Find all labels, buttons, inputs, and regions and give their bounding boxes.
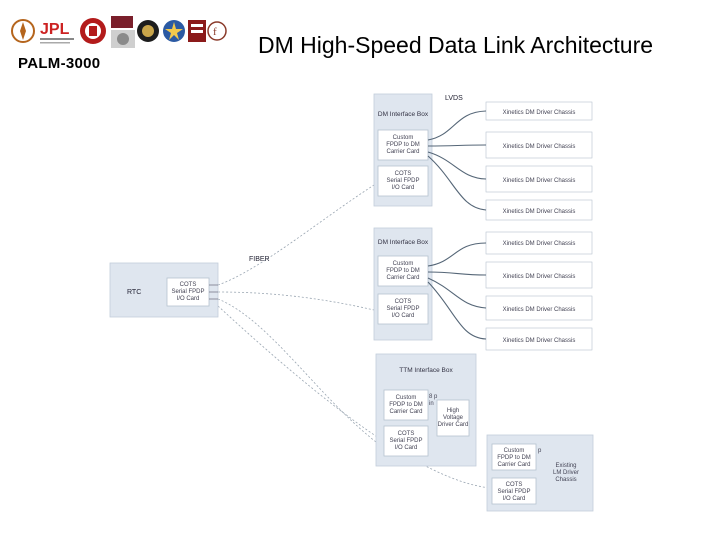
cable-2-2	[427, 271, 487, 276]
existing-chassis-line-2: LM Driver	[553, 470, 579, 476]
ttm-title: TTM Interface Box	[399, 367, 453, 374]
svg-text:JPL: JPL	[40, 21, 70, 38]
ttm-connector-line-1: 8 p	[429, 394, 438, 400]
page-title: DM High-Speed Data Link Architecture	[258, 32, 654, 58]
fiber-link-2	[217, 291, 375, 311]
crest-logo	[111, 30, 135, 48]
ttm-card-2-line-3: I/O Card	[395, 445, 418, 451]
ttm-card-2-line-1: COTS	[398, 431, 415, 437]
chassis-1-4-label: Xinetics DM Driver Chassis	[503, 209, 576, 215]
seal-outline-logo: f	[207, 14, 227, 48]
dm-interface-box-1: DM Interface Box Custom FPDP to DM Carri…	[373, 93, 433, 207]
existing-io-line-1: COTS	[506, 482, 523, 488]
ttm-card-1-line-1: Custom	[396, 395, 417, 401]
cable-2-4	[427, 281, 487, 340]
existing-card-line-3: Carrier Card	[497, 462, 530, 468]
fiber-link-3	[217, 298, 381, 446]
box-2-card-2-line-1: COTS	[395, 299, 412, 305]
box-1-card-2-line-3: I/O Card	[392, 185, 415, 191]
rtc-card-line-2: Serial FPDP	[171, 289, 204, 295]
existing-connector: p	[538, 448, 542, 454]
box-2-card-2-line-2: Serial FPDP	[386, 306, 419, 312]
lvds-label: LVDS	[445, 95, 463, 102]
ttm-card-1-line-3: Carrier Card	[389, 409, 422, 415]
rtc-card-line-1: COTS	[180, 282, 197, 288]
box-1-card-1-line-1: Custom	[393, 135, 414, 141]
ttm-card-1-line-2: FPDP to DM	[389, 402, 423, 408]
ttm-hv-card-line-2: Voltage	[443, 415, 464, 421]
fiber-link-4	[217, 305, 491, 489]
existing-card-line-2: FPDP to DM	[497, 455, 531, 461]
box-2-card-1-line-3: Carrier Card	[386, 275, 419, 281]
ttm-connector-line-2: in	[429, 401, 434, 407]
box-1-card-2-line-2: Serial FPDP	[386, 178, 419, 184]
brand-label: PALM-3000	[18, 55, 101, 72]
existing-io-line-3: I/O Card	[503, 496, 526, 502]
rtc-card-line-3: I/O Card	[177, 296, 200, 302]
cable-2-3	[427, 277, 487, 309]
existing-chassis-line-1: Existing	[555, 463, 576, 469]
cable-2-1	[427, 242, 487, 267]
dm-interface-box-2: DM Interface Box Custom FPDP to DM Carri…	[373, 227, 433, 341]
caltech-seal-logo	[10, 14, 36, 48]
fiber-link-1	[217, 184, 375, 286]
cornell-seal-logo	[78, 14, 108, 48]
box-1-card-1-line-3: Carrier Card	[386, 149, 419, 155]
jpl-logo: JPL	[38, 14, 76, 48]
chassis-2-2	[485, 261, 593, 289]
ttm-card-2-line-2: Serial FPDP	[389, 438, 422, 444]
box-1-card-1-line-2: FPDP to DM	[386, 142, 420, 148]
chassis-1-2	[485, 131, 593, 159]
chassis-1-3-label: Xinetics DM Driver Chassis	[503, 178, 576, 184]
existing-io-line-2: Serial FPDP	[497, 489, 530, 495]
chassis-2-2-label: Xinetics DM Driver Chassis	[503, 274, 576, 280]
box-2-card-1-line-2: FPDP to DM	[386, 268, 420, 274]
cable-1-4	[427, 155, 487, 211]
rtc-label: RTC	[127, 289, 141, 296]
chassis-1-2-label: Xinetics DM Driver Chassis	[503, 144, 576, 150]
existing-driver-box: Custom FPDP to DM Carrier Card p Existin…	[486, 434, 594, 512]
existing-chassis-line-3: Chassis	[555, 477, 576, 483]
box-2-title: DM Interface Box	[378, 239, 429, 246]
chassis-2-3-label: Xinetics DM Driver Chassis	[503, 307, 576, 313]
chassis-1-3	[485, 165, 593, 193]
chassis-1-1-label: Xinetics DM Driver Chassis	[503, 110, 576, 116]
ttm-interface-box: TTM Interface Box Custom FPDP to DM Carr…	[375, 353, 477, 467]
chassis-2-4-label: Xinetics DM Driver Chassis	[503, 338, 576, 344]
cable-1-1	[427, 110, 487, 141]
rtc-box: RTC COTS Serial FPDP I/O Card	[109, 262, 219, 318]
chassis-2-3	[485, 295, 593, 321]
box-1-card-2-line-1: COTS	[395, 171, 412, 177]
existing-card-line-1: Custom	[504, 448, 525, 454]
dark-seal-logo	[136, 14, 160, 48]
red-block-logo	[188, 14, 206, 48]
box-2-card-1-line-1: Custom	[393, 261, 414, 267]
box-1-title: DM Interface Box	[378, 111, 429, 118]
ttm-hv-card-line-3: Driver Card	[438, 422, 469, 428]
svg-text:f: f	[213, 26, 217, 38]
fiber-label: FIBER	[249, 256, 270, 263]
ttm-hv-card-line-1: High	[447, 408, 459, 414]
cable-1-2	[427, 144, 487, 147]
star-seal-logo	[162, 14, 186, 48]
box-2-card-2-line-3: I/O Card	[392, 313, 415, 319]
cable-1-3	[427, 151, 487, 180]
chassis-2-1-label: Xinetics DM Driver Chassis	[503, 241, 576, 247]
